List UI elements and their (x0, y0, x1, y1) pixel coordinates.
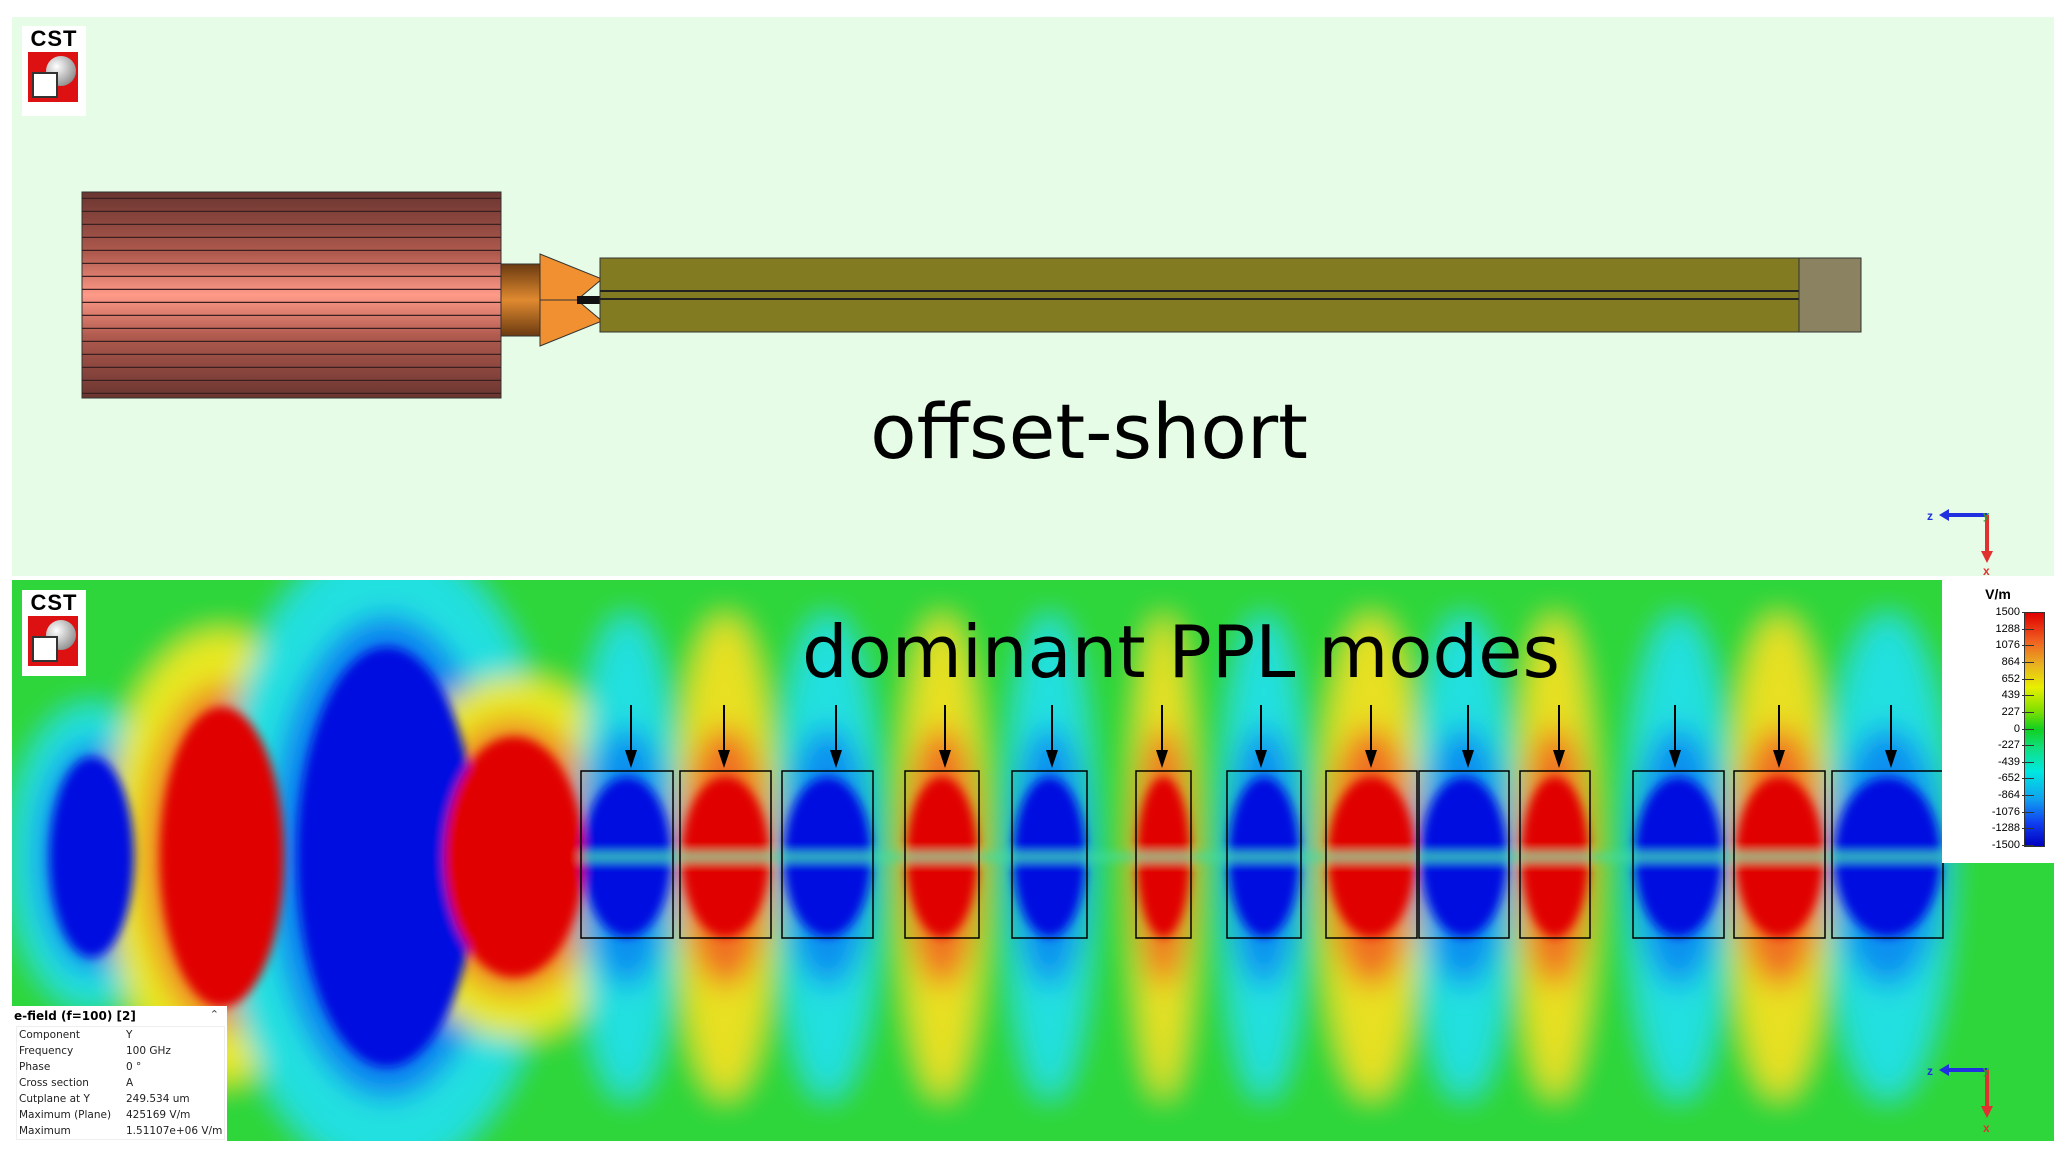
efield-plot (12, 580, 2054, 1141)
arrowhead-icon (1553, 750, 1565, 768)
arrowhead-icon (1885, 750, 1897, 768)
arrowhead-icon (1462, 750, 1474, 768)
info-key: Cross section (19, 1077, 89, 1089)
structure-view-panel: CST (12, 17, 2054, 578)
info-row: Phase 0 ° (17, 1059, 224, 1075)
info-key: Maximum (19, 1125, 71, 1137)
mode-box (1519, 770, 1591, 939)
dominant-ppl-modes-label: dominant PPL modes (802, 610, 1560, 694)
x-axis-label: x (1983, 564, 1990, 575)
mode-box (1733, 770, 1826, 939)
arrowhead-icon (1773, 750, 1785, 768)
mode-box (1226, 770, 1302, 939)
axes-triad-icon: z x y (1927, 1060, 1997, 1135)
cst-logo: CST (22, 26, 86, 116)
legend-tick: 652 (2001, 672, 2035, 685)
legend-color-bar (2024, 612, 2045, 847)
arrowhead-icon (1255, 750, 1267, 768)
strip-centerline (581, 854, 1943, 860)
connector (500, 253, 607, 347)
info-key: Maximum (Plane) (19, 1109, 112, 1121)
info-value: Y (126, 1029, 133, 1041)
mode-box (1325, 770, 1418, 939)
legend-tick: 227 (2001, 705, 2035, 718)
stripline (599, 257, 1862, 333)
cst-logo: CST (22, 590, 86, 676)
legend-tick: 864 (2001, 655, 2035, 668)
mode-box (1011, 770, 1088, 939)
info-row: Maximum 1.51107e+06 V/m (17, 1123, 224, 1139)
y-axis-label: y (1983, 510, 1990, 522)
mode-box (679, 770, 772, 939)
legend-tick: -439 (1997, 755, 2035, 768)
z-axis-label: z (1927, 509, 1933, 523)
info-row: Cross section A (17, 1075, 224, 1091)
legend-tick: 1076 (1995, 639, 2035, 652)
structure-model (81, 191, 1862, 399)
info-row: Cutplane at Y 249.534 um (17, 1091, 224, 1107)
x-axis-label: x (1983, 1121, 1990, 1135)
arrowhead-icon (830, 750, 842, 768)
mode-box (904, 770, 980, 939)
arrowhead-icon (1669, 750, 1681, 768)
coax-cylinder (81, 191, 502, 399)
info-key: Component (19, 1029, 80, 1041)
field-lobe (444, 737, 584, 977)
collapse-icon[interactable]: ⌃ (209, 1008, 219, 1021)
efield-view-panel: CST dominant PPL modes V/m 1500 1288 1076 8… (12, 580, 2054, 1141)
field-lobe (160, 707, 284, 1007)
mode-box (1418, 770, 1510, 939)
legend-tick: 0 (2013, 722, 2035, 735)
info-value: 425169 V/m (126, 1109, 191, 1121)
arrowhead-icon (625, 750, 637, 768)
logo-text: CST (30, 590, 78, 615)
y-axis-label: y (1983, 1065, 1990, 1077)
info-key: Cutplane at Y (19, 1093, 90, 1105)
legend-tick: -227 (1997, 739, 2035, 752)
legend-tick: 1288 (1995, 622, 2035, 635)
color-legend: V/m 1500 1288 1076 864 652 439 227 0 -227 -439 -65… (1942, 580, 2054, 863)
info-row: Component Y (17, 1027, 224, 1043)
info-value: 249.534 um (126, 1093, 190, 1105)
arrowhead-icon (718, 750, 730, 768)
arrowhead-icon (1046, 750, 1058, 768)
arrowhead-icon (1365, 750, 1377, 768)
info-value: 100 GHz (126, 1045, 171, 1057)
info-key: Frequency (19, 1045, 74, 1057)
legend-tick: -652 (1997, 772, 2035, 785)
offset-short-block (1798, 257, 1862, 333)
axes-triad-icon: z x y (1927, 505, 1997, 578)
offset-short-label: offset-short (870, 387, 1308, 476)
mode-box (1135, 770, 1192, 939)
arrowhead-icon (1156, 750, 1168, 768)
info-value: 1.51107e+06 V/m (126, 1125, 223, 1137)
legend-tick: 1500 (1995, 606, 2035, 618)
mode-box (1632, 770, 1725, 939)
mode-box (781, 770, 874, 939)
info-title: e-field (f=100) [2] (14, 1009, 136, 1023)
info-key: Phase (19, 1061, 51, 1073)
legend-tick: -1288 (1991, 822, 2035, 835)
logo-text: CST (30, 26, 78, 51)
legend-tick: -864 (1997, 789, 2035, 802)
field-info-box: e-field (f=100) [2] ⌃ Component Y Frequenc… (12, 1006, 227, 1141)
legend-unit: V/m (1985, 586, 2011, 602)
info-value: 0 ° (126, 1061, 142, 1073)
z-axis-label: z (1927, 1064, 1933, 1078)
legend-tick: 439 (2001, 689, 2035, 702)
legend-tick: -1500 (1991, 839, 2035, 851)
legend-tick: -1076 (1991, 805, 2035, 818)
info-value: A (126, 1077, 134, 1089)
mode-box (580, 770, 674, 939)
arrowhead-icon (939, 750, 951, 768)
info-row: Frequency 100 GHz (17, 1043, 224, 1059)
field-lobe (297, 647, 477, 1067)
field-lobe (50, 757, 134, 957)
info-row: Maximum (Plane) 425169 V/m (17, 1107, 224, 1123)
